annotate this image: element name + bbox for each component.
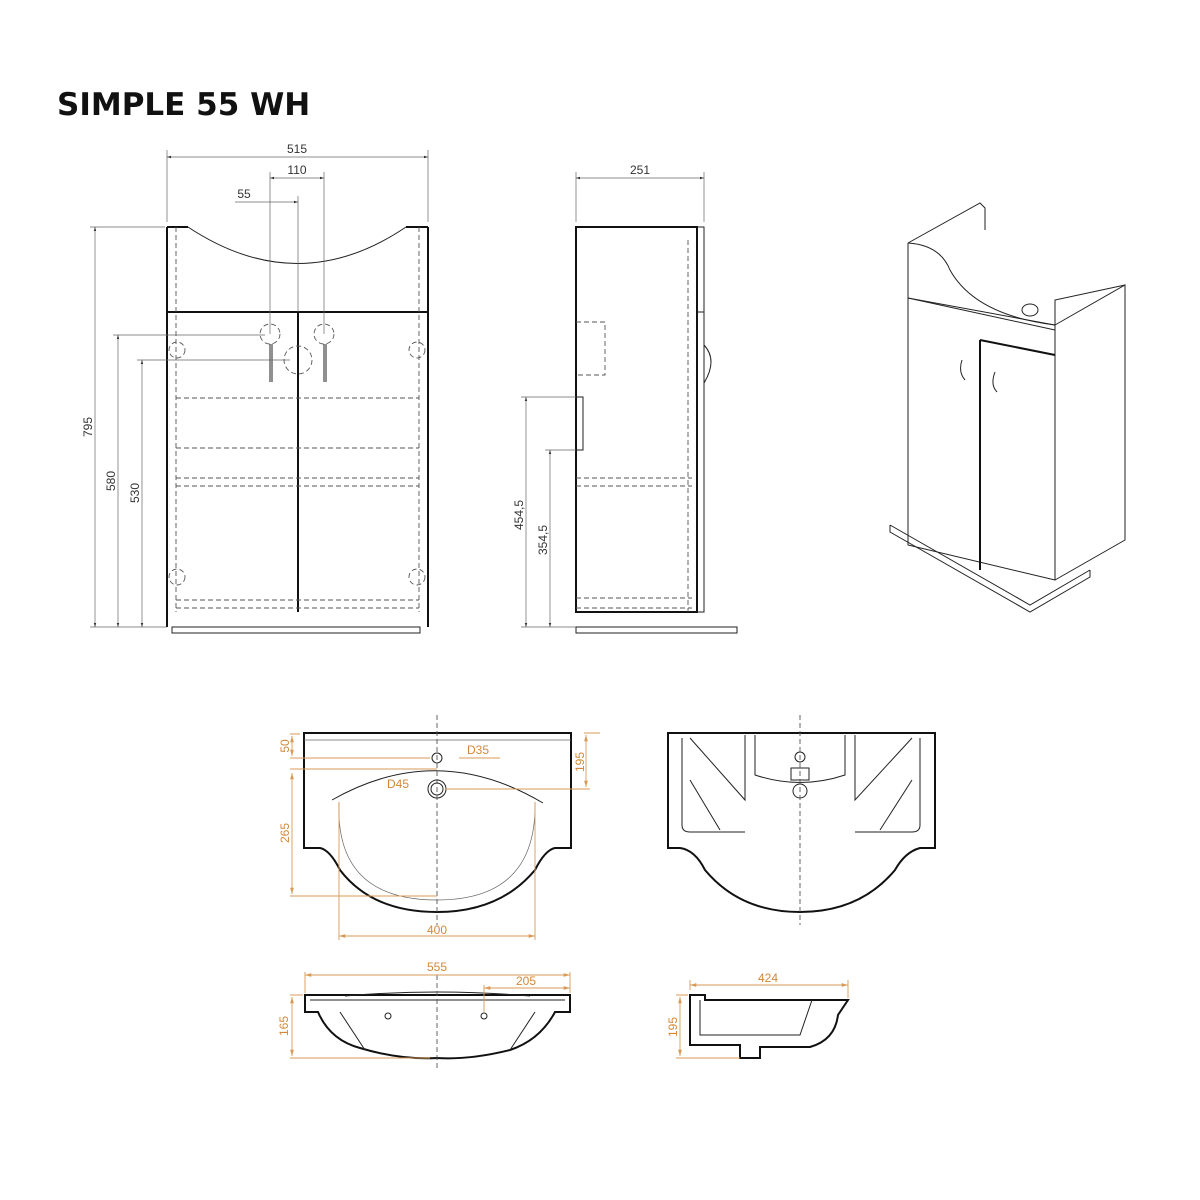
- cabinet-side-view: 251 454,5 354,5: [512, 163, 738, 634]
- dim-basin-depth: 424: [758, 971, 778, 985]
- dim-bowl-depth: 265: [278, 823, 292, 843]
- dim-basin-side-height: 195: [666, 1017, 680, 1037]
- cabinet-front-view: 515 110 55 795 580 530: [81, 142, 429, 634]
- basin-top-view: 50 D35 195 D45 265 400: [278, 715, 600, 940]
- dim-height: 795: [81, 417, 95, 437]
- dim-drain-height: 530: [128, 483, 142, 503]
- basin-front-view: 555 205 165: [277, 960, 571, 1070]
- dim-tap-offset: 55: [237, 187, 251, 201]
- dim-width: 515: [287, 142, 307, 156]
- dim-tap-height: 580: [104, 471, 118, 491]
- product-title: SIMPLE 55 WH: [57, 87, 310, 123]
- basin-side-view: 424 195: [666, 971, 850, 1059]
- dim-height-upper: 454,5: [512, 500, 526, 530]
- dim-drain-hole: D45: [387, 777, 409, 791]
- dim-height-lower: 354,5: [536, 525, 550, 555]
- dim-tap-hole: D35: [467, 743, 489, 757]
- dim-basin-width: 555: [427, 960, 447, 974]
- dim-basin-height: 165: [277, 1016, 291, 1036]
- dim-tap-spacing: 110: [287, 163, 306, 177]
- dim-overflow-depth: 195: [573, 752, 587, 772]
- cabinet-isometric-view: [889, 202, 1126, 613]
- dim-depth: 251: [630, 163, 650, 177]
- dim-basin-half-width: 205: [516, 974, 536, 988]
- basin-bottom-view: [667, 715, 936, 925]
- dim-top-offset: 50: [278, 739, 292, 753]
- dim-bowl-width: 400: [427, 923, 447, 937]
